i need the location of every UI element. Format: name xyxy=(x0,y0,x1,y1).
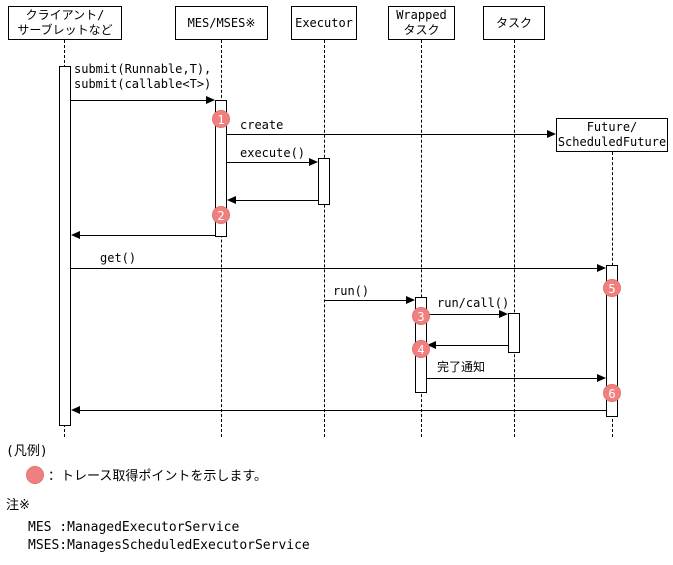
arrowhead-return-task xyxy=(427,341,436,349)
arrowhead-run xyxy=(406,296,415,304)
arrowhead-return-mes xyxy=(71,231,80,239)
lifeline-executor xyxy=(324,40,325,437)
message-line-run-call xyxy=(427,314,499,315)
message-line-return-executor xyxy=(236,200,318,201)
actor-box-client: クライアント/ サーブレットなど xyxy=(8,6,122,40)
message-label-submit-line1: submit(Runnable,T), xyxy=(74,62,212,76)
actor-label-client-line1: クライアント/ xyxy=(25,8,105,22)
message-line-execute xyxy=(227,162,309,163)
lifeline-wrapped-task xyxy=(421,40,422,437)
actor-box-wrapped-task: Wrapped タスク xyxy=(388,6,455,40)
note-line-mes: MES :ManagedExecutorService xyxy=(28,520,240,535)
actor-label-mes: MES/MSES※ xyxy=(187,15,256,30)
arrowhead-return-executor xyxy=(227,196,236,204)
lifeline-mes xyxy=(221,40,222,437)
trace-point-3: 3 xyxy=(412,307,430,325)
arrowhead-return-future xyxy=(71,406,80,414)
activation-mes xyxy=(215,100,227,237)
legend-heading: (凡例) xyxy=(6,444,48,459)
message-line-return-task xyxy=(436,345,508,346)
note-line-mses: MSES:ManagesScheduledExecutorService xyxy=(28,538,310,553)
actor-label-executor: Executor xyxy=(295,15,353,30)
message-line-return-future xyxy=(80,410,606,411)
activation-executor xyxy=(318,158,330,205)
legend-description: ：トレース取得ポイントを示します。 xyxy=(48,469,268,484)
message-label-submit-line2: submit(callable<T>) xyxy=(74,77,212,91)
message-label-completion: 完了通知 xyxy=(437,360,486,374)
actor-box-executor: Executor xyxy=(291,6,357,40)
message-label-get: get() xyxy=(100,251,137,265)
trace-point-5: 5 xyxy=(603,279,621,297)
lifeline-task xyxy=(514,40,515,437)
arrowhead-execute xyxy=(309,158,318,166)
message-line-completion xyxy=(427,378,597,379)
arrowhead-completion xyxy=(597,374,606,382)
actor-label-wrapped-line1: Wrapped xyxy=(396,8,447,22)
trace-point-4: 4 xyxy=(412,340,430,358)
trace-point-1: 1 xyxy=(212,110,230,128)
activation-task xyxy=(508,313,520,353)
trace-point-2: 2 xyxy=(212,206,230,224)
actor-label-future-line2: ScheduledFuture xyxy=(557,135,667,149)
note-heading: 注※ xyxy=(6,498,30,513)
arrowhead-create xyxy=(547,130,556,138)
actor-box-task: タスク xyxy=(483,6,545,40)
actor-label-wrapped-line2: タスク xyxy=(403,23,440,37)
message-label-execute: execute() xyxy=(240,146,306,160)
message-line-run xyxy=(324,300,406,301)
message-label-create: create xyxy=(240,118,284,132)
activation-client xyxy=(59,66,71,426)
message-line-submit xyxy=(71,100,206,101)
actor-label-client-line2: サーブレットなど xyxy=(17,23,113,37)
message-line-create xyxy=(227,134,547,135)
message-label-run: run() xyxy=(333,284,370,298)
trace-point-6: 6 xyxy=(603,384,621,402)
actor-label-task: タスク xyxy=(495,15,532,30)
legend-trace-point-icon xyxy=(26,466,44,484)
actor-label-future-line1: Future/ xyxy=(586,120,638,134)
message-line-return-mes xyxy=(80,235,215,236)
actor-box-mes: MES/MSES※ xyxy=(175,6,268,40)
arrowhead-submit xyxy=(206,96,215,104)
message-line-get xyxy=(71,268,597,269)
arrowhead-run-call xyxy=(499,310,508,318)
arrowhead-get xyxy=(597,264,606,272)
activation-future xyxy=(606,265,618,417)
message-label-run-call: run/call() xyxy=(437,296,510,310)
actor-box-future: Future/ ScheduledFuture xyxy=(556,118,668,152)
